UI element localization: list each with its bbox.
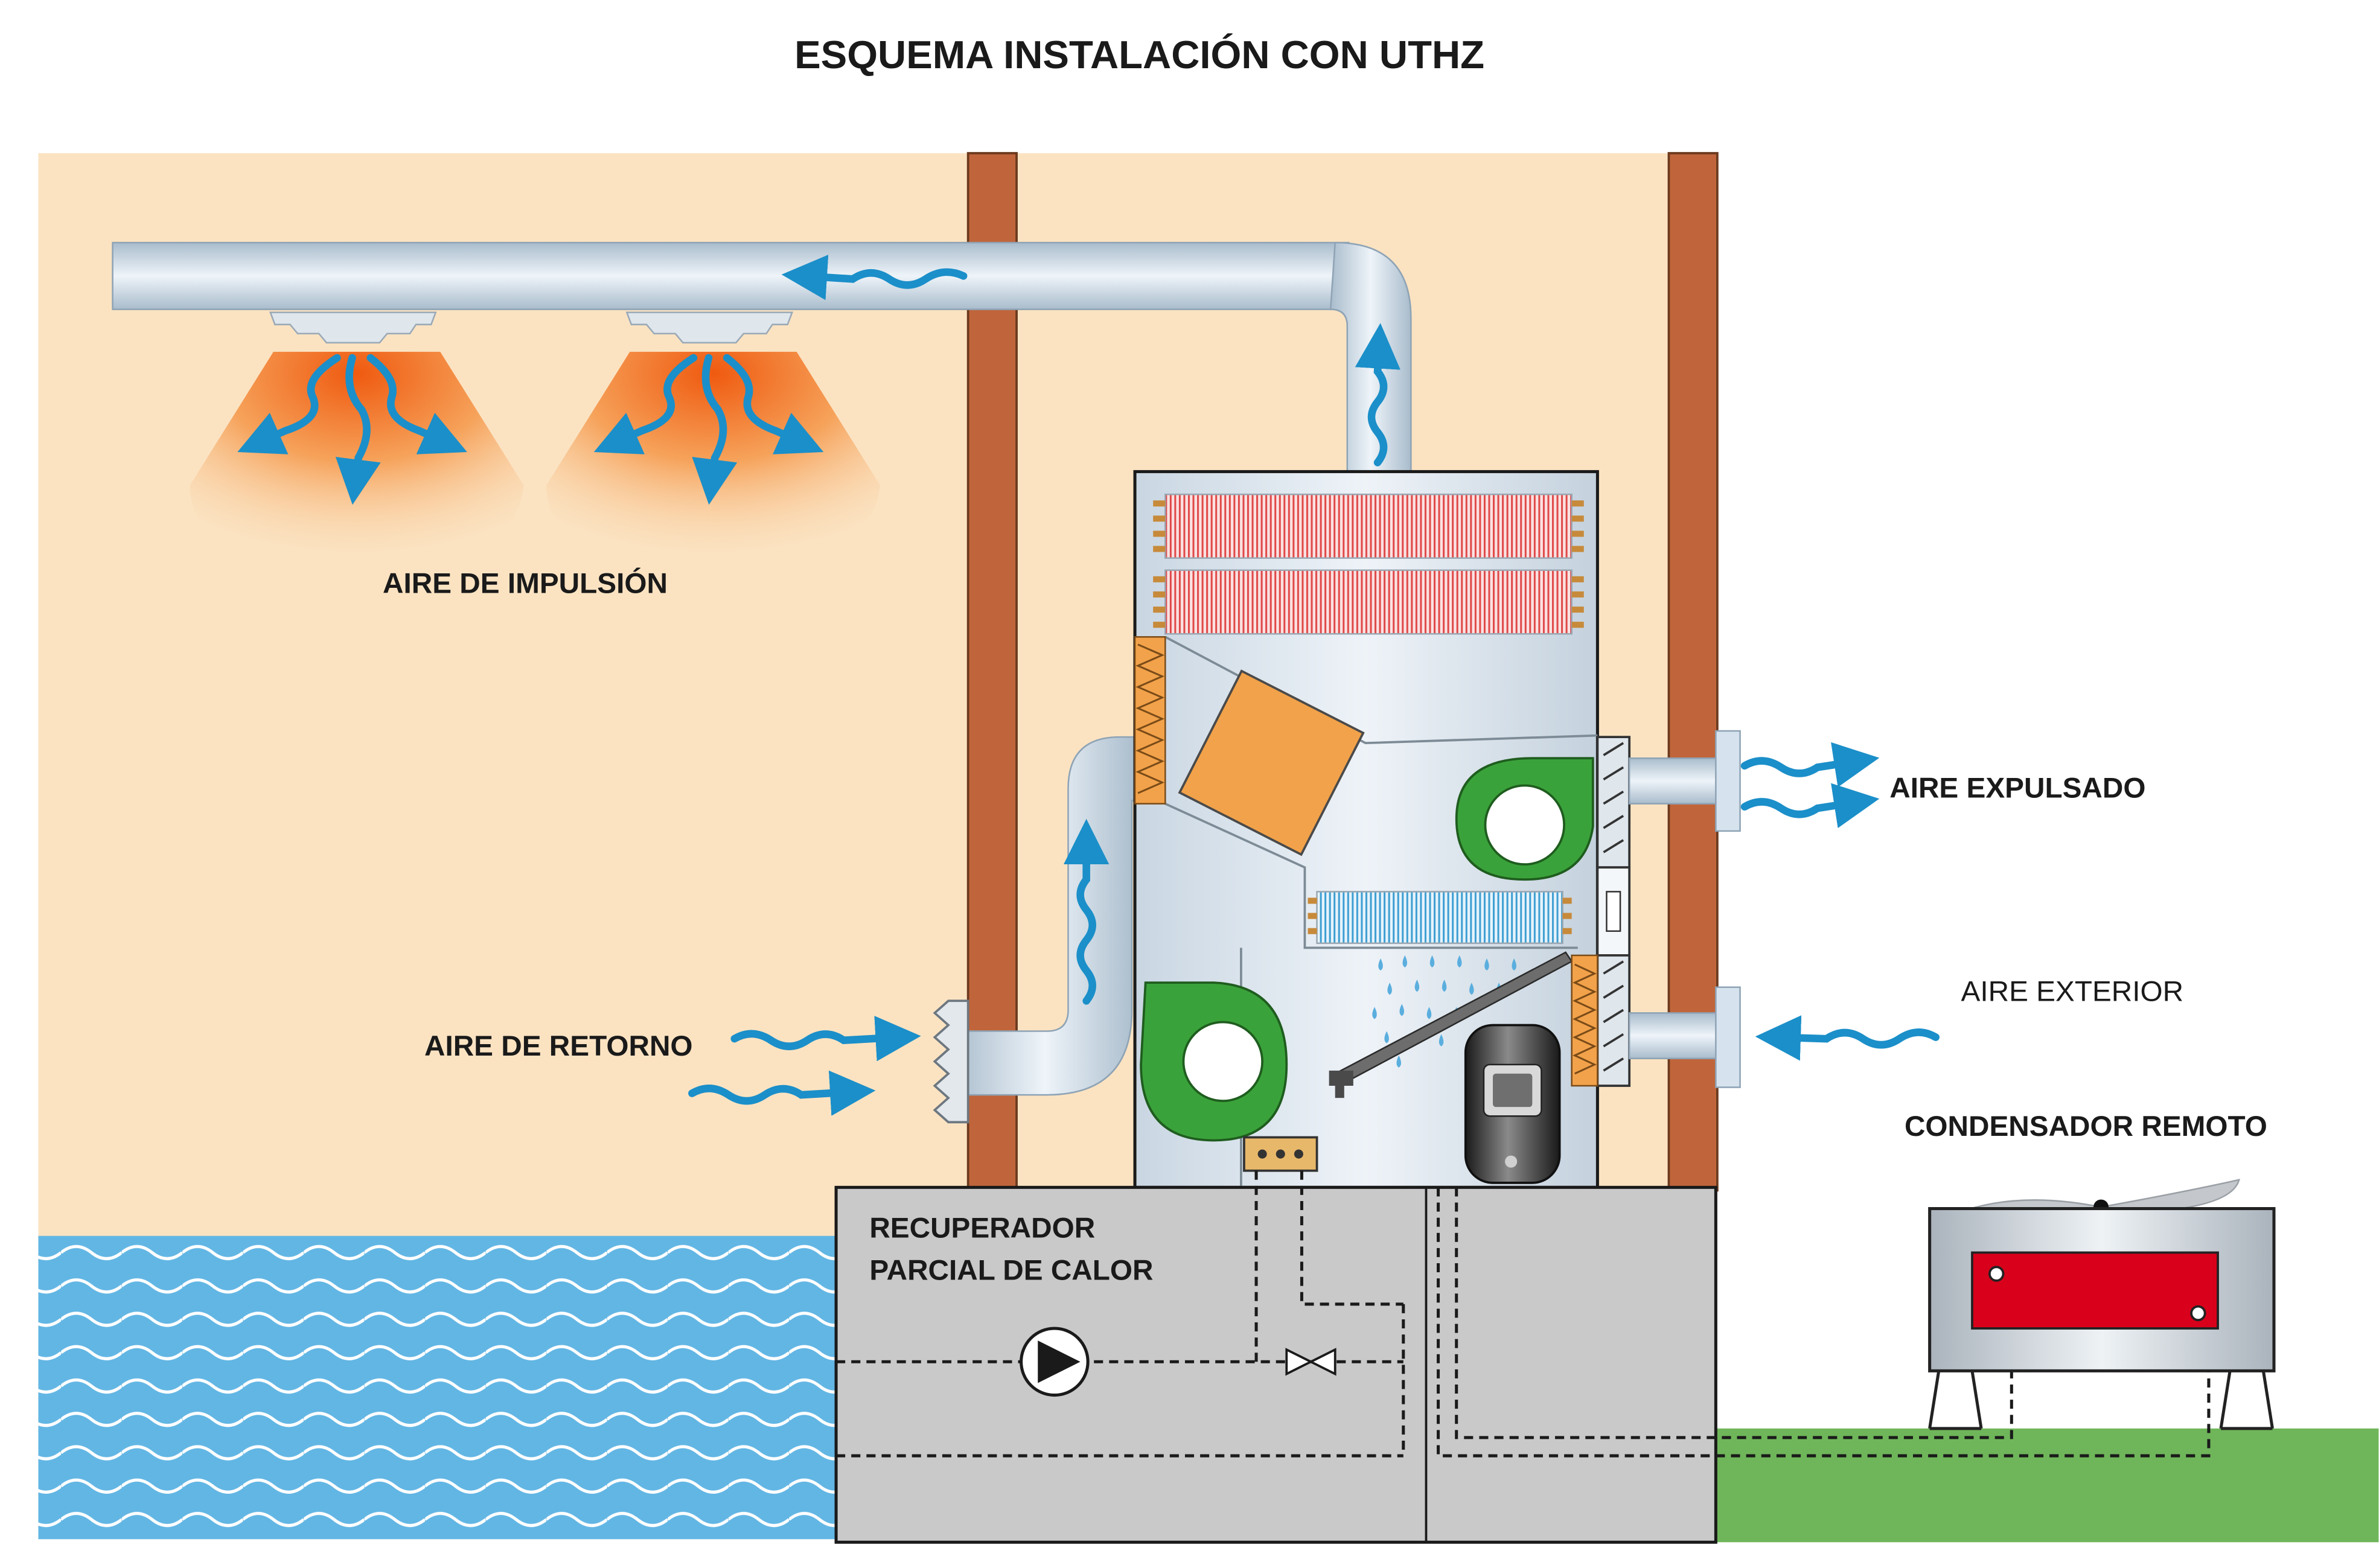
label-heat-recovery-1: RECUPERADOR [869,1212,1095,1244]
return-airflow-arrows [688,818,1110,1116]
label-exhaust-air: AIRE EXPULSADO [1889,773,2145,805]
wall-left [966,151,1018,1192]
diffuser-icon [625,311,794,344]
supply-duct [112,241,1350,310]
uthz-unit [1133,470,1599,1189]
supply-duct-arrows [781,255,1400,467]
exhaust-duct [1628,757,1719,805]
fan-icon [1140,981,1288,1142]
intake-damper [1596,954,1631,1087]
label-outdoor-air: AIRE EXTERIOR [1961,975,2184,1007]
fan-icon [1455,757,1594,881]
diagram-title: ESQUEMA INSTALACIÓN CON UTHZ [794,33,1484,77]
supply-airflow-arrows [237,354,824,505]
valve-block [1243,1136,1318,1172]
diffuser-icon [269,311,437,344]
condensing-coil-1 [1164,493,1573,559]
outdoor-airflow-arrows [1755,1015,1940,1061]
heat-exchanger [1178,669,1365,856]
exhaust-damper [1596,736,1631,869]
intake-duct [1628,1012,1719,1060]
remote-condenser [1928,1179,2276,1430]
exhaust-airflow-arrows [1740,742,1880,829]
condenser-coil [1971,1251,2219,1330]
label-remote-condenser: CONDENSADOR REMOTO [1905,1111,2267,1143]
water-area [38,1235,837,1540]
condensing-coil-2 [1164,569,1573,635]
return-grille [933,999,969,1124]
label-heat-recovery-2: PARCIAL DE CALOR [869,1255,1153,1287]
compressor-icon [1464,1024,1561,1184]
ground-area [1716,1428,2379,1543]
label-supply-air: AIRE DE IMPULSIÓN [383,566,668,599]
valve-icon [1285,1348,1336,1376]
evaporator-coil [1316,891,1563,945]
label-return-air: AIRE DE RETORNO [424,1030,693,1062]
pump-icon [1020,1327,1090,1397]
heat-recovery-box [834,1185,1717,1544]
